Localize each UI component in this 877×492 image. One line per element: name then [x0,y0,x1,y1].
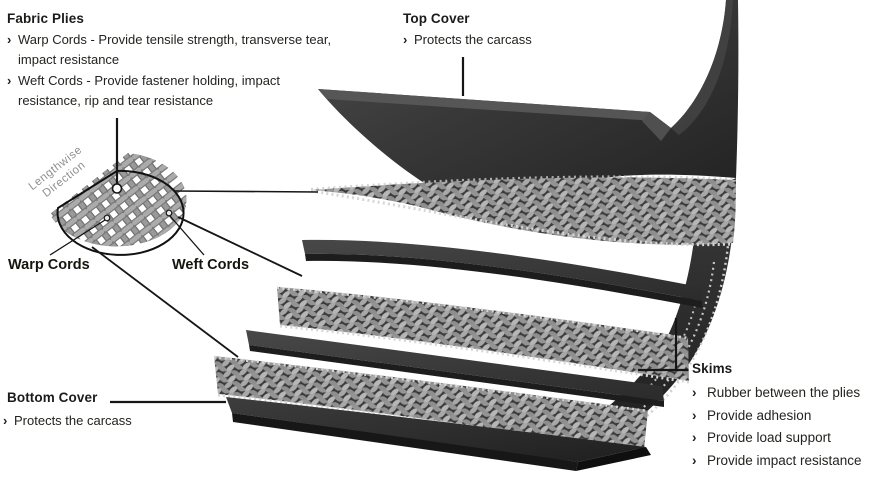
fabric-plies-callout: Fabric Plies › Warp Cords - Provide tensi… [7,11,363,112]
leader-lines [49,57,688,404]
fabric-plies-marker [111,183,123,194]
warp-cords-pointer-line [49,219,106,256]
skims-bullet-impact: › Provide impact resistance [692,450,877,472]
inset-to-ply2-line [177,216,303,277]
bottom-cover-layer [226,397,651,471]
skims-callout: Skims › Rubber between the plies › Provide… [692,361,877,472]
warp-cords-marker [103,214,111,222]
bottom-cover-callout: Bottom Cover › Protects the carcass [3,390,227,432]
skims-bullet-load: › Provide load support [692,427,877,449]
bullet-text: Rubber between the plies [707,385,861,400]
bullet-glyph: › [3,413,8,428]
bullet-text: Weft Cords - Provide fastener holding, i… [18,73,281,108]
inset-outline [56,169,185,256]
weft-cords-marker [165,209,173,217]
bottom-cover-bullet: › Protects the carcass [3,411,227,431]
top-cover-bullet: › Protects the carcass [403,30,603,50]
fabric-plies-bullet-weft: › Weft Cords - Provide fastener holding, … [7,71,363,111]
skim-layer-2 [246,330,664,407]
top-cover-callout: Top Cover › Protects the carcass [403,11,603,51]
bullet-glyph: › [403,32,408,47]
skim-layer-1 [302,239,702,308]
bullet-text: Provide impact resistance [707,452,862,468]
bullet-text: Warp Cords - Provide tensile strength, t… [18,32,332,67]
bottom-cover-title: Bottom Cover [7,390,98,405]
bullet-glyph: › [692,430,697,445]
skims-bullet-rubber: › Rubber between the plies [692,382,877,404]
weft-cords-pointer-line [169,215,205,256]
bullet-text: Protects the carcass [414,32,532,47]
fabric-plies-title: Fabric Plies [7,11,84,26]
inset-to-ply1-line [173,190,319,193]
bullet-text: Provide adhesion [707,407,812,423]
bullet-glyph: › [692,385,697,400]
weft-cords-label: Weft Cords [172,257,250,273]
fabric-ply-2 [276,286,690,384]
bullet-text: Provide load support [707,430,831,445]
inset-to-ply3-line [91,246,239,358]
top-cover-title: Top Cover [403,11,470,26]
skims-title: Skims [692,361,733,376]
bullet-text: Protects the carcass [14,413,132,428]
top-cover-layer [318,0,739,201]
bullet-glyph: › [7,73,12,88]
bullet-glyph: › [692,452,697,468]
skims-bullet-adhesion: › Provide adhesion [692,405,877,427]
fabric-ply-3 [213,355,649,453]
fabric-plies-bullet-warp: › Warp Cords - Provide tensile strength, … [7,30,363,70]
bullet-glyph: › [692,407,697,423]
warp-cords-label: Warp Cords [8,257,90,273]
fabric-ply-1 [310,175,737,247]
bullet-glyph: › [7,32,12,47]
